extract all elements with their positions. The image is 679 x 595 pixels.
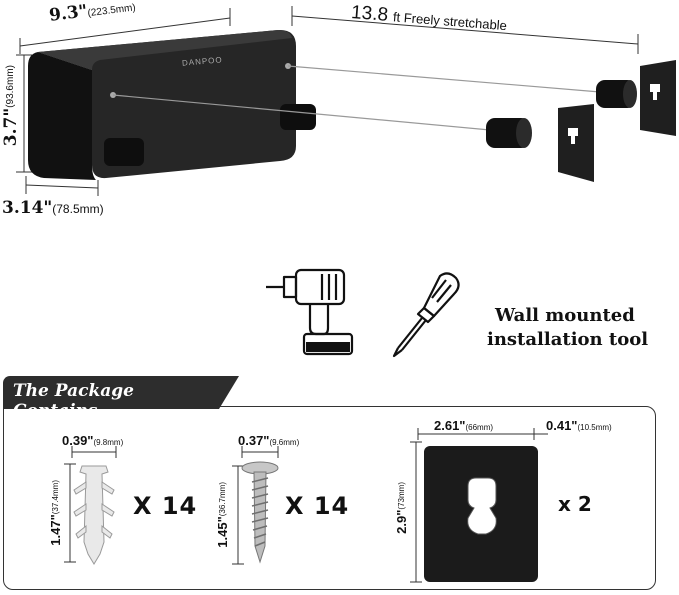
- screw-qty: X 14: [285, 492, 350, 520]
- plate-thick-mm: (10.5mm): [577, 423, 612, 432]
- package-title: The Package Contains: [13, 381, 134, 421]
- wire-end-knob: [486, 118, 532, 148]
- stretch-value: 13.8: [350, 2, 389, 26]
- stretch-dimension-line: [291, 6, 639, 54]
- depth-mm: (78.5mm): [52, 202, 104, 216]
- plate-thick-label: 0.41"(10.5mm): [546, 415, 612, 434]
- wall-plate: [640, 60, 676, 136]
- tools-label: Wall mounted installation tool: [487, 304, 648, 352]
- screw-width-label: 0.37"(9.6mm): [238, 430, 299, 449]
- anchor-width-in: 0.39": [62, 433, 94, 448]
- screw-length-label: 1.45"(36.7mm): [213, 482, 232, 548]
- screw-width-mm: (9.6mm): [269, 438, 300, 447]
- anchor-length-label: 1.47"(37.4mm): [46, 480, 65, 546]
- plate-height-mm: (73mm): [397, 482, 406, 510]
- tools-label-line1: Wall mounted: [495, 305, 635, 326]
- anchor-width-mm: (9.8mm): [93, 438, 124, 447]
- depth-in: 3.14": [2, 198, 53, 218]
- plate-drawing: [410, 428, 548, 583]
- anchor-width-label: 0.39"(9.8mm): [62, 430, 123, 449]
- height-label: 3.7"(93.6mm): [1, 65, 21, 146]
- screw-length-in: 1.45": [215, 516, 230, 548]
- drill-icon: [266, 268, 354, 356]
- dryer-housing: [28, 29, 316, 180]
- height-in: 3.7": [1, 107, 21, 147]
- depth-label: 3.14"(78.5mm): [2, 198, 104, 218]
- anchor-qty: X 14: [133, 492, 198, 520]
- anchor-drawing: [64, 446, 117, 565]
- plate-height-in: 2.9": [394, 509, 409, 534]
- package-box: [3, 406, 656, 590]
- anchor-length-mm: (37.4mm): [51, 480, 60, 515]
- height-dimension-line: [16, 54, 32, 173]
- plate-width-mm: (66mm): [465, 423, 494, 432]
- depth-dimension-line: [25, 176, 99, 196]
- plate-thick-in: 0.41": [546, 418, 578, 433]
- package-header: The Package Contains: [3, 376, 239, 421]
- plate-width-in: 2.61": [434, 418, 466, 433]
- screw-drawing: [232, 446, 279, 565]
- screwdriver-icon: [392, 272, 460, 358]
- width-dimension-line: [19, 8, 231, 54]
- product-diagram: [16, 6, 676, 196]
- wall-anchor-icon: [73, 465, 115, 565]
- mounting-plate-icon: [424, 446, 538, 582]
- screw-width-in: 0.37": [238, 433, 270, 448]
- plate-height-label: 2.9"(73mm): [392, 482, 411, 534]
- wire-end-knob: [596, 80, 637, 108]
- height-mm: (93.6mm): [5, 65, 16, 108]
- screw-length-mm: (36.7mm): [218, 482, 227, 517]
- anchor-length-in: 1.47": [48, 514, 63, 546]
- tools-label-line2: installation tool: [487, 329, 649, 350]
- screw-icon: [241, 461, 279, 564]
- wall-plate: [558, 104, 594, 182]
- plate-qty: x 2: [558, 492, 592, 516]
- plate-width-label: 2.61"(66mm): [434, 415, 493, 434]
